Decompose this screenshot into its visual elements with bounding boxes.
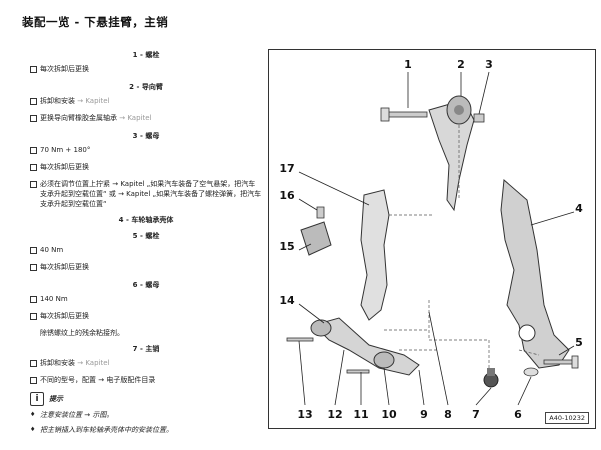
page-title: 装配一览 - 下悬挂臂，主销: [22, 15, 169, 29]
list-item: 每次拆卸后更换: [30, 64, 262, 76]
item-text: 每次拆卸后更换: [40, 64, 89, 74]
info-icon: i: [30, 392, 44, 406]
item-text: 不同的型号，配置 → 电子版配件目录: [40, 375, 155, 385]
list-item: 除锈螺纹上的残余粘接剂。: [30, 328, 262, 338]
item-label: 每次拆卸后更换: [40, 312, 89, 320]
list-item: 拆卸和安装 → Kapitel: [30, 358, 262, 370]
item-text: 必须在调节位置上拧紧 → Kapitel „如果汽车装备了空气悬架，把汽车支承升…: [40, 179, 262, 209]
item-label: 每次拆卸后更换: [40, 65, 89, 73]
note-text: 把主销插入到车轮轴承壳体中的安装位置。: [40, 426, 173, 434]
wheel-bearing-housing-drawing: [500, 178, 570, 369]
item-text: 每次拆卸后更换: [40, 162, 89, 172]
callout-number: 2: [457, 58, 465, 71]
callout-number: 13: [297, 408, 312, 421]
kapitel-link[interactable]: Kapitel: [85, 97, 110, 105]
callout-number: 9: [420, 408, 428, 421]
note-label: 提示: [49, 395, 63, 403]
item-text: 每次拆卸后更换: [40, 262, 89, 272]
note-header: i 提示: [30, 392, 262, 406]
item-label: 40 Nm: [40, 246, 64, 254]
callout-number: 14: [279, 294, 295, 307]
kapitel-link[interactable]: Kapitel: [127, 114, 152, 122]
item-text: 40 Nm: [40, 245, 63, 255]
section-heading: 3 - 螺母: [132, 132, 160, 140]
checkbox-bullet-icon: [30, 294, 40, 306]
callout-number: 17: [279, 162, 294, 175]
list-item: 每次拆卸后更换: [30, 162, 262, 174]
section-heading: 6 - 螺母: [132, 281, 160, 289]
callout-number: 12: [327, 408, 342, 421]
note-text: 注意安装位置 → 示图。: [40, 411, 114, 419]
callout-number: 11: [353, 408, 368, 421]
checkbox-bullet-icon: [30, 96, 40, 108]
section-heading: 1 - 螺栓: [132, 51, 160, 59]
checkbox-bullet-icon: [30, 375, 40, 387]
callout-number: 7: [472, 408, 480, 421]
item-text: 拆卸和安装 → Kapitel: [40, 96, 109, 106]
list-item: 必须在调节位置上拧紧 → Kapitel „如果汽车装备了空气悬架，把汽车支承升…: [30, 179, 262, 209]
item-text: 更换导向臂橡胶金属轴承 → Kapitel: [40, 113, 151, 123]
strut-drawing: [360, 189, 390, 321]
callout-number: 3: [485, 58, 493, 71]
checkbox-bullet-icon: [30, 64, 40, 76]
list-item: 70 Nm + 180°: [30, 145, 262, 157]
list-item: 拆卸和安装 → Kapitel: [30, 96, 262, 108]
list-item: 40 Nm: [30, 245, 262, 257]
item-label: 140 Nm: [40, 295, 68, 303]
diamond-bullet-icon: ♦: [30, 411, 36, 418]
checkbox-bullet-icon: [30, 145, 40, 157]
item-text: 每次拆卸后更换: [40, 311, 89, 321]
kapitel-link[interactable]: Kapitel: [85, 359, 110, 367]
note-item: ♦ 注意安装位置 → 示图。: [30, 410, 262, 420]
figure-code: A40-10232: [545, 412, 589, 424]
callout-number: 10: [381, 408, 397, 421]
item-label: 除锈螺纹上的残余粘接剂。: [40, 329, 124, 337]
item-label: 拆卸和安装: [40, 97, 75, 105]
list-item: 140 Nm: [30, 294, 262, 306]
item-label: 不同的型号，配置 → 电子版配件目录: [40, 376, 156, 384]
item-text: 70 Nm + 180°: [40, 145, 90, 155]
list-item: 每次拆卸后更换: [30, 262, 262, 274]
callout-number: 1: [404, 58, 412, 71]
checkbox-bullet-icon: [30, 113, 40, 125]
callout-number: 5: [575, 336, 583, 349]
callout-number: 6: [514, 408, 522, 421]
callout-number: 15: [279, 240, 294, 253]
checkbox-bullet-icon: [30, 262, 40, 274]
arrow-icon: →: [75, 359, 86, 367]
checkbox-bullet-icon: [30, 311, 40, 323]
list-item: 不同的型号，配置 → 电子版配件目录: [30, 375, 262, 387]
list-item: 更换导向臂橡胶金属轴承 → Kapitel: [30, 113, 262, 125]
checkbox-bullet-icon: [30, 245, 40, 257]
checkbox-bullet-icon: [30, 162, 40, 174]
item-label: 必须在调节位置上拧紧 → Kapitel „如果汽车装备了空气悬架，把汽车支承升…: [40, 180, 262, 208]
list-item: 每次拆卸后更换: [30, 311, 262, 323]
section-heading: 4 - 车轮轴承壳体: [118, 216, 174, 224]
checkbox-bullet-icon: [30, 358, 40, 370]
item-label: 拆卸和安装: [40, 359, 75, 367]
item-text: 拆卸和安装 → Kapitel: [40, 358, 109, 368]
diamond-bullet-icon: ♦: [30, 426, 36, 433]
section-heading: 7 - 主销: [132, 345, 160, 353]
item-label: 每次拆卸后更换: [40, 263, 89, 271]
checkbox-bullet-icon: [30, 179, 40, 191]
item-label: 每次拆卸后更换: [40, 163, 89, 171]
arrow-icon: →: [117, 114, 128, 122]
callout-number: 16: [279, 189, 295, 202]
item-text: 除锈螺纹上的残余粘接剂。: [40, 328, 124, 338]
item-label: 更换导向臂橡胶金属轴承: [40, 114, 117, 122]
item-label: 70 Nm + 180°: [40, 146, 91, 154]
callout-number: 4: [575, 202, 583, 215]
note-item: ♦ 把主销插入到车轮轴承壳体中的安装位置。: [30, 425, 262, 435]
bolt-drawing: [380, 107, 428, 122]
callout-number: 8: [444, 408, 452, 421]
item-text: 140 Nm: [40, 294, 68, 304]
section-heading: 5 - 螺栓: [132, 232, 160, 240]
section-heading: 2 - 导向臂: [129, 83, 163, 91]
arrow-icon: →: [75, 97, 86, 105]
